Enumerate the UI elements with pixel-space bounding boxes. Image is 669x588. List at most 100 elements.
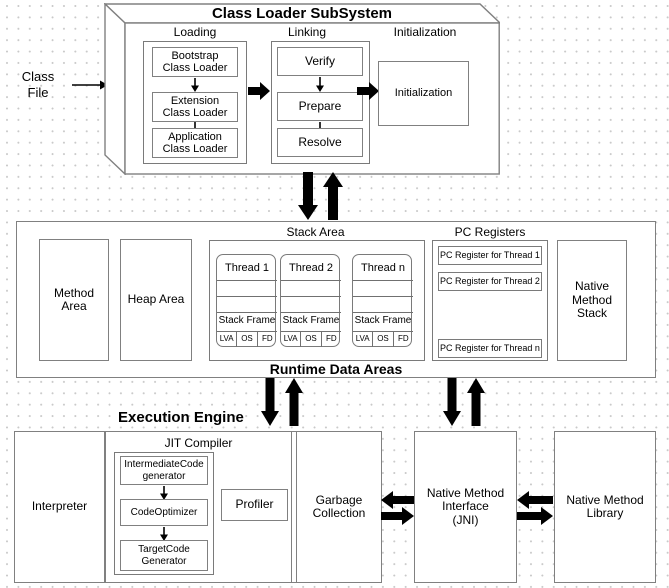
target-code-generator-line1: TargetCode [138,544,190,556]
method-area-line1: Method [53,285,95,300]
thread-2-stack-frame-label: Stack Frame [282,315,340,326]
thread-1-label: Thread 1 [224,262,270,274]
runtime-data-areas-title: Runtime Data Areas [269,361,403,377]
thread-1-stack-frame-label: Stack Frame [218,315,276,326]
native-method-stack-line2: Method [571,292,613,307]
jni-to-library-right-arrow-icon [517,507,553,525]
pc-register-thread-n-box[interactable]: PC Register for Thread n [438,339,542,358]
intermediate-code-generator-line2: generator [142,470,186,482]
pc-register-thread-1-box[interactable]: PC Register for Thread 1 [438,246,542,265]
thread-1-box[interactable]: Thread 1 Stack Frame LVA OS FD [216,254,277,347]
verify-box[interactable]: Verify [277,47,363,76]
native-method-interface-line3: (JNI) [452,512,479,527]
thread-n-cell-fd: FD [397,333,409,343]
bootstrap-class-loader-line2: Class Loader [162,62,228,74]
heap-area-label: Heap Area [127,292,185,307]
application-class-loader-line1: Application [168,130,222,143]
linking-arrow-1-icon [314,77,326,92]
linking-heading: Linking [287,25,327,39]
native-method-interface-line1: Native Method [426,485,505,500]
pc-register-thread-1-label: PC Register for Thread 1 [440,250,540,261]
jit-arrow-2-icon [158,527,170,541]
prepare-box[interactable]: Prepare [277,92,363,121]
garbage-collection-box[interactable]: Garbage Collection [296,431,382,583]
engine-to-runtime-up-arrow-icon [285,378,303,426]
thread-2-box[interactable]: Thread 2 Stack Frame LVA OS FD [280,254,341,347]
prepare-label: Prepare [298,98,342,113]
pc-register-thread-2-label: PC Register for Thread 2 [440,276,540,287]
gc-to-jni-right-arrow-icon [381,507,414,525]
thread-2-cell-os: OS [301,331,322,347]
extension-class-loader-box[interactable]: Extension Class Loader [152,92,238,122]
method-area-box[interactable]: Method Area [39,239,109,361]
garbage-collection-line2: Collection [312,506,366,520]
jit-arrow-1-icon [158,486,170,500]
thread-2-cell-lva: LVA [281,331,302,347]
native-method-stack-line3: Stack [576,306,607,321]
application-class-loader-line2: Class Loader [162,143,228,155]
thread-2-label: Thread 2 [288,262,334,274]
class-file-label-line1: Class [21,69,55,84]
resolve-box[interactable]: Resolve [277,128,363,157]
classloader-to-runtime-down-arrow-icon [298,172,318,220]
native-method-library-line1: Native Method [566,492,644,507]
native-method-library-line2: Library [586,506,624,520]
native-method-stack-line1: Native [574,279,609,294]
intermediate-code-generator-line1: IntermediateCode [124,459,204,471]
runtime-to-engine-down-arrow-icon [261,378,279,426]
profiler-box[interactable]: Profiler [221,489,288,521]
profiler-label: Profiler [235,497,274,512]
bootstrap-class-loader-line1: Bootstrap [171,49,219,62]
native-method-interface-line2: Interface [442,499,489,514]
initialization-box[interactable]: Initialization [378,61,469,126]
linking-to-initialization-arrow-icon [357,81,379,101]
native-method-stack-box[interactable]: Native Method Stack [557,240,627,361]
loading-to-linking-arrow-icon [248,81,270,101]
pc-register-thread-n-label: PC Register for Thread n [440,343,540,354]
pc-register-thread-2-box[interactable]: PC Register for Thread 2 [438,272,542,291]
target-code-generator-box[interactable]: TargetCode Generator [120,540,208,571]
verify-label: Verify [304,53,335,68]
extension-class-loader-line2: Class Loader [162,107,228,119]
code-optimizer-box[interactable]: CodeOptimizer [120,499,208,526]
thread-2-cell-fd: FD [325,333,337,343]
jni-to-gc-left-arrow-icon [381,491,414,509]
initialization-label: Initialization [394,87,453,100]
jit-compiler-heading: JIT Compiler [164,436,233,450]
thread-n-stack-frame-label: Stack Frame [354,315,412,326]
thread-1-cell-fd: FD [261,333,273,343]
class-file-label-line2: File [27,85,49,100]
code-optimizer-label: CodeOptimizer [130,506,198,518]
intermediate-code-generator-box[interactable]: IntermediateCode generator [120,456,208,485]
class-file-input-arrow-icon [72,79,108,91]
thread-1-cell-lva: LVA [217,331,238,347]
jni-to-runtime-up-arrow-icon [467,378,485,426]
thread-n-cell-lva: LVA [353,331,374,347]
application-class-loader-box[interactable]: Application Class Loader [152,128,238,158]
native-method-interface-box[interactable]: Native Method Interface (JNI) [414,431,517,583]
runtime-to-jni-down-arrow-icon [443,378,461,426]
resolve-label: Resolve [298,134,342,149]
runtime-to-classloader-up-arrow-icon [323,172,343,220]
thread-n-label: Thread n [360,262,406,274]
thread-1-cell-os: OS [237,331,258,347]
stack-area-heading: Stack Area [286,225,345,239]
initialization-heading: Initialization [393,25,457,39]
thread-n-box[interactable]: Thread n Stack Frame LVA OS FD [352,254,413,347]
garbage-collection-line1: Garbage [315,492,363,507]
interpreter-box[interactable]: Interpreter [14,431,105,583]
method-area-line2: Area [61,299,87,313]
execution-engine-title: Execution Engine [118,409,244,426]
extension-class-loader-line1: Extension [170,94,220,107]
class-loader-subsystem-title: Class Loader SubSystem [211,5,393,22]
native-method-library-box[interactable]: Native Method Library [554,431,656,583]
bootstrap-class-loader-box[interactable]: Bootstrap Class Loader [152,47,238,77]
target-code-generator-line2: Generator [141,555,187,567]
loading-heading: Loading [173,25,217,39]
loading-arrow-1-icon [189,78,201,92]
heap-area-box[interactable]: Heap Area [120,239,192,361]
pc-registers-heading: PC Registers [454,225,526,239]
interpreter-label: Interpreter [31,499,88,514]
thread-n-cell-os: OS [373,331,394,347]
